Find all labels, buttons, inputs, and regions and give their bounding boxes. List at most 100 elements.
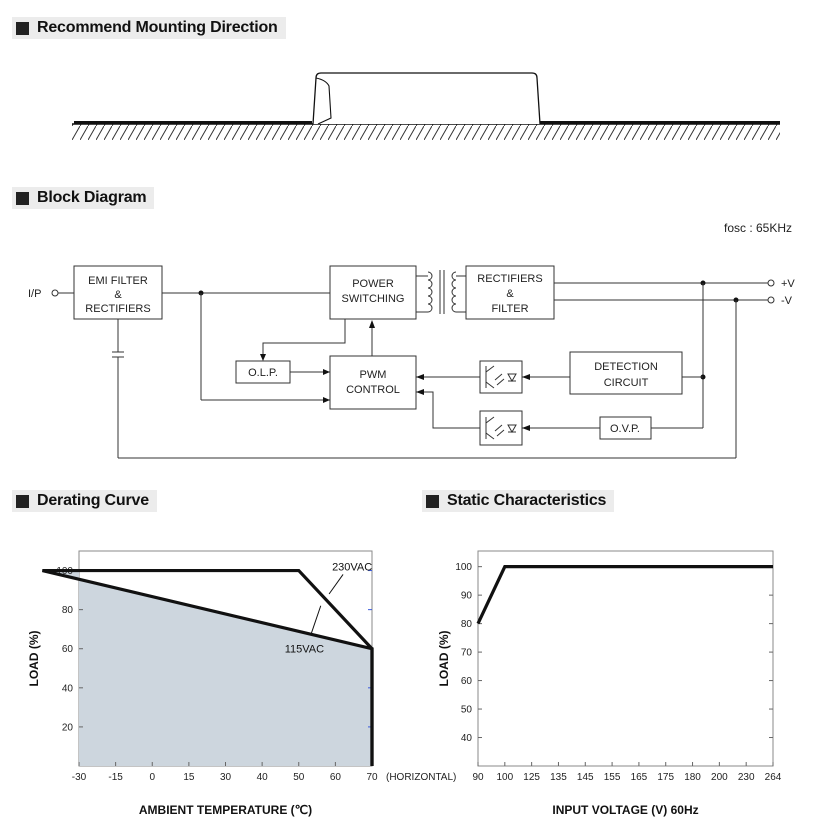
arrow-head [416, 389, 424, 395]
block-diagram: fosc : 65KHz I/P EMI FILTER & RECTIFIERS… [28, 221, 795, 459]
input-label: I/P [28, 288, 41, 300]
y-axis-label: LOAD (%) [437, 631, 451, 687]
y-tick-label: 80 [461, 619, 473, 630]
mounting-surface-hatch [72, 124, 780, 140]
section-title: Block Diagram [37, 189, 147, 206]
section-bullet-icon [16, 494, 29, 508]
emi-line-1: EMI FILTER [88, 275, 148, 287]
series-line-1 [476, 565, 773, 625]
x-tick-label: 40 [257, 772, 269, 783]
optocoupler-2 [479, 410, 523, 446]
wire [262, 319, 346, 358]
detection-line-2: CIRCUIT [604, 377, 649, 389]
optocoupler-1-symbol [485, 365, 517, 389]
x-tick-label: 0 [149, 772, 155, 783]
x-tick-label: 135 [550, 772, 567, 783]
x-tick-label: -15 [108, 772, 123, 783]
arrow-head [416, 374, 424, 380]
section-header-static: Static Characteristics [422, 490, 615, 512]
power-line-2: SWITCHING [342, 293, 405, 305]
input-terminal [51, 289, 59, 297]
section-header-mounting: Recommend Mounting Direction [12, 17, 286, 39]
power-line-1: POWER [352, 278, 394, 290]
x-tick-label: 125 [523, 772, 540, 783]
section-title: Derating Curve [37, 492, 149, 509]
pwm-control-block [329, 355, 417, 410]
emi-line-2: & [114, 289, 122, 301]
series-label-230: 230VAC [332, 562, 372, 574]
optocoupler-2-symbol [485, 416, 517, 440]
plot-frame [477, 550, 774, 767]
section-title: Recommend Mounting Direction [37, 19, 278, 36]
housing-end-cap [315, 77, 332, 125]
rectifiers-filter-block [465, 265, 555, 320]
rect-line-2: & [506, 288, 514, 300]
y-tick-label: 100 [455, 562, 472, 573]
x-tick-label: 70 [366, 772, 378, 783]
ovp-block [599, 416, 652, 440]
y-tick-label: 40 [62, 683, 74, 694]
section-bullet-icon [426, 494, 439, 508]
series-leader-230 [328, 574, 344, 595]
mounting-plate-right [540, 121, 780, 124]
section-header-derating: Derating Curve [12, 490, 157, 512]
mounting-plate-left [74, 121, 312, 124]
x-tick-label: 180 [684, 772, 701, 783]
emi-line-3: RECTIFIERS [85, 303, 150, 315]
arrow-head [522, 374, 530, 380]
arrow-head [260, 354, 266, 361]
x-tick-label: 30 [220, 772, 232, 783]
derating-area [42, 570, 372, 766]
x-tick-label: 264 [765, 772, 782, 783]
detection-line-1: DETECTION [594, 361, 658, 373]
ovp-label: O.V.P. [610, 423, 640, 435]
transformer-symbol [416, 270, 466, 314]
power-switching-block [329, 265, 417, 320]
arrow-head [323, 397, 330, 403]
x-tick-label: 165 [631, 772, 648, 783]
x-tick-label: 90 [472, 772, 484, 783]
pwm-line-2: CONTROL [346, 384, 400, 396]
y-tick-label: 60 [62, 644, 74, 655]
series-label-115: 115VAC [285, 644, 324, 656]
mounting-drawing [72, 72, 780, 140]
output-terminal-negative [767, 296, 775, 304]
pwm-line-1: PWM [360, 369, 387, 381]
x-tick-label: 15 [183, 772, 195, 783]
y-tick-label: 50 [461, 705, 473, 716]
fosc-label: fosc : 65KHz [724, 221, 792, 235]
y-tick-label: 40 [461, 733, 473, 744]
x-tick-label: 145 [577, 772, 594, 783]
y-tick-label: 90 [461, 591, 473, 602]
x-tick-label: 175 [657, 772, 674, 783]
section-header-block: Block Diagram [12, 187, 155, 209]
x-tick-label: 60 [330, 772, 342, 783]
section-bullet-icon [16, 21, 29, 35]
x-tick-label: -30 [72, 772, 87, 783]
x-axis-label: AMBIENT TEMPERATURE (℃) [139, 803, 312, 817]
output-positive-label: +V [781, 278, 795, 290]
y-axis-label: LOAD (%) [27, 631, 41, 687]
optocoupler-1 [479, 360, 523, 394]
power-supply-housing [312, 72, 541, 125]
x-tick-label: 100 [496, 772, 513, 783]
y-tick-label: 70 [461, 648, 473, 659]
arrow-head [369, 320, 375, 328]
x-tick-label: 200 [711, 772, 728, 783]
series-leader-115 [310, 605, 322, 636]
wire [416, 391, 480, 429]
detection-circuit-block [569, 351, 683, 395]
rect-line-1: RECTIFIERS [477, 273, 542, 285]
x-tick-suffix: (HORIZONTAL) [386, 772, 456, 783]
section-title: Static Characteristics [447, 492, 607, 509]
rect-line-3: FILTER [491, 303, 528, 315]
x-tick-label: 50 [293, 772, 305, 783]
x-tick-label: 230 [738, 772, 755, 783]
output-terminal-positive [767, 279, 775, 287]
arrow-head [522, 425, 530, 431]
section-bullet-icon [16, 191, 29, 205]
series-line-2 [42, 568, 374, 766]
